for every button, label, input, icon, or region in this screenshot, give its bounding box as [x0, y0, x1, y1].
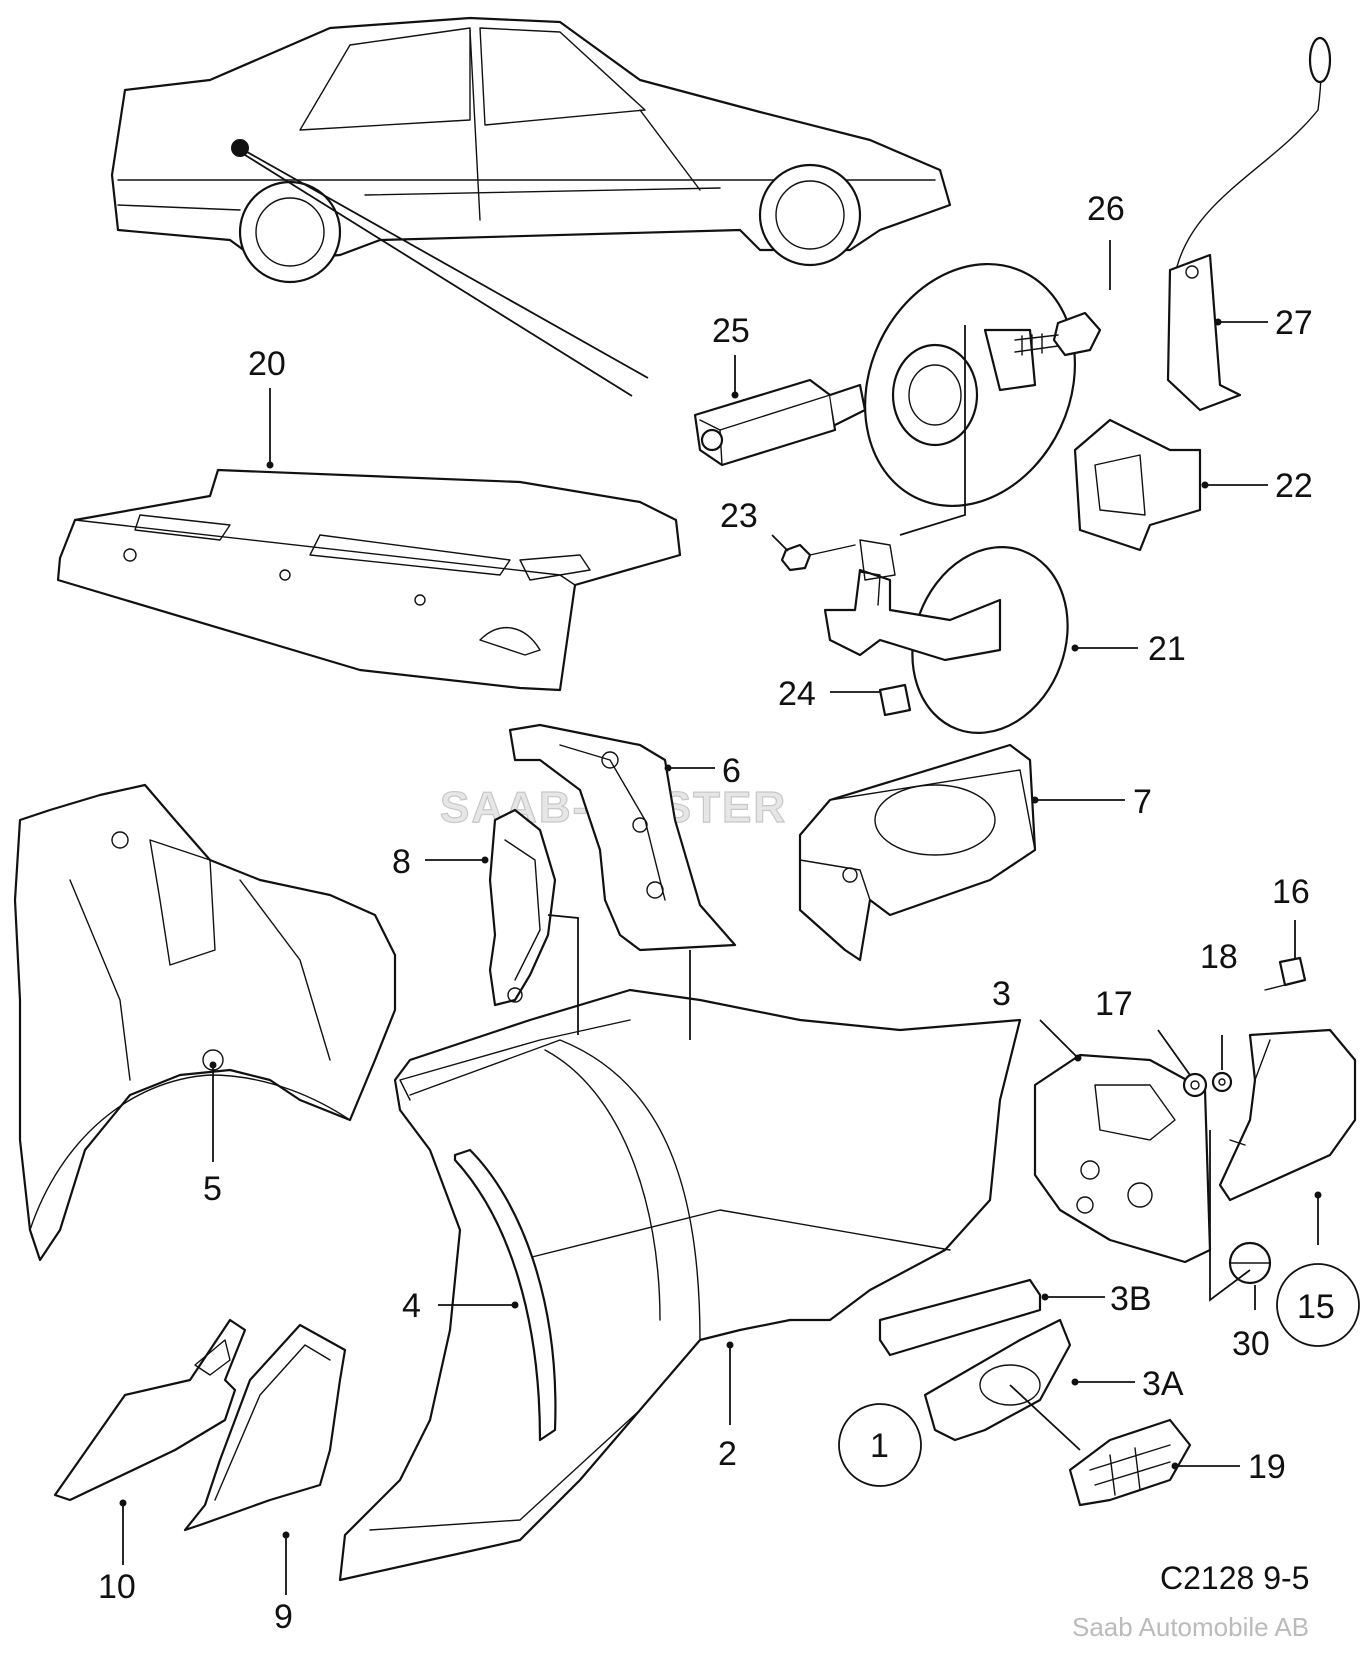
callout-3a: 3A [1142, 1365, 1184, 1403]
callout-10: 10 [98, 1568, 136, 1606]
callout-9: 9 [274, 1598, 293, 1636]
callout-ring-1 [838, 1403, 922, 1487]
part-9-lower-panel [183, 1323, 347, 1532]
car-silhouette [110, 16, 952, 397]
brand-footer: Saab Automobile AB [1072, 1612, 1310, 1642]
leader-3 [1039, 1019, 1079, 1059]
part-5-inner-wheelhouse [13, 783, 397, 1262]
diagram-code: C2128 9-5 [1160, 1560, 1310, 1596]
callout-23: 23 [720, 497, 758, 535]
callout-7: 7 [1133, 783, 1152, 821]
part-17-nut [1182, 1072, 1208, 1098]
leader-23 [771, 534, 789, 552]
callout-8: 8 [392, 843, 411, 881]
part-24-clip [878, 683, 912, 717]
callout-6: 6 [722, 752, 741, 790]
callout-19: 19 [1248, 1448, 1286, 1486]
part-3-rear-bracket [1033, 1053, 1212, 1264]
leader-30 [1209, 1130, 1251, 1302]
part-3a-bracket [923, 1318, 1072, 1442]
part-2-quarter-panel [338, 988, 1022, 1582]
part-26-bolt [1014, 311, 1102, 357]
leader-3a-hole [1009, 1384, 1081, 1451]
part-fuel-filler-housing [863, 262, 1077, 508]
part-27-cable-release [1166, 36, 1332, 412]
part-18-washer [1211, 1071, 1233, 1093]
part-23-screw [780, 543, 856, 572]
part-16-clip [1264, 956, 1307, 991]
part-10-lower-panel [53, 1318, 247, 1502]
part-22-bracket [1073, 418, 1202, 552]
callout-18: 18 [1200, 938, 1238, 976]
part-8-brace [488, 808, 557, 1007]
callout-ring-15 [1276, 1263, 1360, 1347]
part-19-grille [1068, 1418, 1192, 1507]
part-15-light-housing [1218, 1028, 1357, 1202]
callout-3b: 3B [1110, 1280, 1152, 1318]
leader-8-drop [547, 914, 579, 1035]
part-4-arch-trim [453, 1148, 557, 1442]
part-3b-strip [878, 1278, 1042, 1357]
callout-26: 26 [1087, 190, 1125, 228]
callout-27: 27 [1275, 304, 1313, 342]
part-25-actuator [693, 378, 867, 467]
callout-16: 16 [1272, 873, 1310, 911]
callout-15: 15 [1297, 1288, 1335, 1326]
part-20-rear-shelf [56, 468, 682, 692]
callout-1: 1 [870, 1427, 889, 1465]
part-6-pillar-inner [508, 723, 737, 952]
callout-5: 5 [203, 1170, 222, 1208]
callout-25: 25 [712, 312, 750, 350]
callout-2: 2 [718, 1435, 737, 1473]
part-30-plug [1228, 1241, 1272, 1285]
part-21-fuel-door [823, 539, 1069, 734]
leader-17 [1157, 1029, 1191, 1076]
part-7-rear-box [798, 743, 1037, 962]
leader-hinge [899, 325, 966, 536]
callout-3: 3 [992, 975, 1011, 1013]
callout-17: 17 [1095, 985, 1133, 1023]
callout-21: 21 [1148, 630, 1186, 668]
callout-30: 30 [1232, 1325, 1270, 1363]
callout-24: 24 [778, 675, 816, 713]
callout-22: 22 [1275, 467, 1313, 505]
callout-20: 20 [248, 345, 286, 383]
callout-4: 4 [402, 1287, 421, 1325]
